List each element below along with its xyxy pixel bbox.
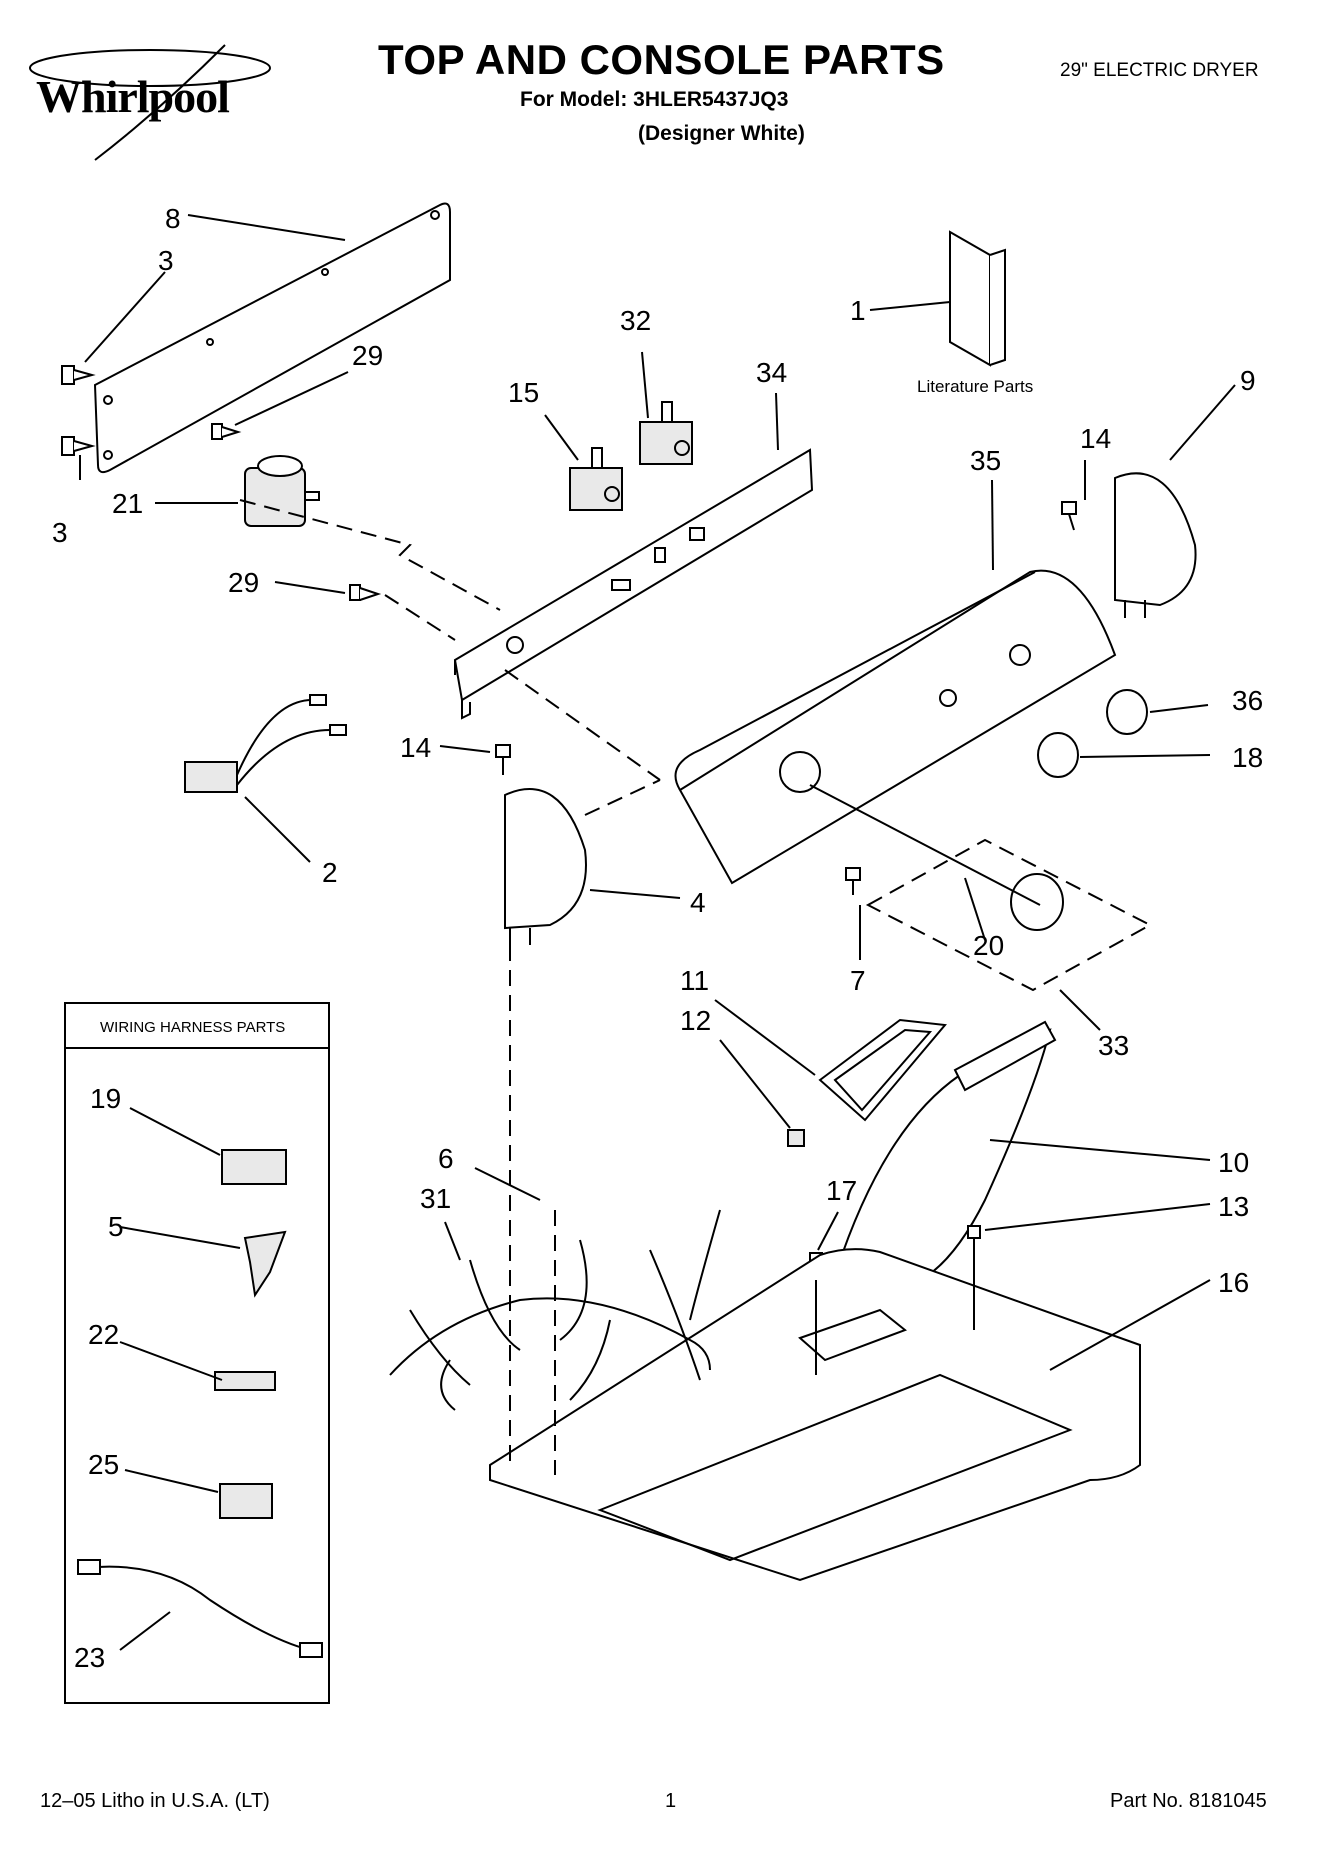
callout-31: 31 <box>420 1183 451 1214</box>
part-5-clip <box>119 1226 287 1298</box>
part-7-screw <box>845 867 861 895</box>
callout-3-lower: 3 <box>52 517 68 548</box>
part-36-knob <box>1106 689 1148 735</box>
whirlpool-logo: Whirlpool <box>36 71 230 122</box>
part-10-lint-housing <box>830 1020 1057 1286</box>
part-15-switch <box>569 447 623 511</box>
callout-6: 6 <box>438 1143 454 1174</box>
callout-22: 22 <box>88 1319 119 1350</box>
part-4-left-end-cap <box>504 788 587 945</box>
callout-13: 13 <box>1218 1191 1249 1222</box>
part-3-screw-lower <box>61 436 96 456</box>
callout-10: 10 <box>1218 1147 1249 1178</box>
product-type: 29" ELECTRIC DRYER <box>1060 60 1259 81</box>
part-23-wire <box>77 1559 323 1658</box>
callout-32: 32 <box>620 305 651 336</box>
callout-3-upper: 3 <box>158 245 174 276</box>
callout-21: 21 <box>112 488 143 519</box>
part-16-top-panel <box>489 1248 1141 1582</box>
part-14-screw-right <box>1061 501 1077 531</box>
part-12-clip <box>787 1129 805 1147</box>
part-3-screw-upper <box>61 365 96 385</box>
part-1-literature <box>949 230 1006 367</box>
part-35-console <box>674 569 1117 885</box>
part-29-screw-upper <box>211 423 242 440</box>
part-32-switch <box>639 401 693 465</box>
callout-23: 23 <box>74 1642 105 1673</box>
callout-11: 11 <box>680 965 709 996</box>
model-variant: (Designer White) <box>638 122 805 145</box>
callout-14-left: 14 <box>400 732 431 763</box>
callout-35: 35 <box>970 445 1001 476</box>
part-9-right-end-cap <box>1114 472 1197 618</box>
part-22-terminal <box>119 1341 276 1391</box>
part-number: Part No. 8181045 <box>1110 1790 1267 1812</box>
callout-17: 17 <box>826 1175 857 1206</box>
part-31-wiring-harness <box>389 1209 721 1411</box>
callout-12: 12 <box>680 1005 711 1036</box>
callout-4: 4 <box>690 887 706 918</box>
part-11-lint-screen <box>818 1018 947 1122</box>
page-number: 1 <box>665 1790 677 1812</box>
part-25-connector <box>124 1469 273 1519</box>
part-21-timer <box>244 455 320 527</box>
part-8-back-panel <box>93 202 451 474</box>
callout-19: 19 <box>90 1083 121 1114</box>
wiring-harness-parts-box <box>64 1002 330 1704</box>
callout-9: 9 <box>1240 365 1256 396</box>
part-14-screw-left <box>495 744 511 775</box>
part-2-connector <box>184 694 347 793</box>
callout-15: 15 <box>508 377 539 408</box>
callout-29-lower: 29 <box>228 567 259 598</box>
callout-14-right: 14 <box>1080 423 1111 454</box>
callout-33: 33 <box>1098 1030 1129 1061</box>
part-29-screw-lower <box>349 584 382 601</box>
callout-1: 1 <box>850 295 866 326</box>
part-33-kit-outline <box>865 838 1153 992</box>
part-13-screw <box>967 1225 981 1260</box>
model-number: For Model: 3HLER5437JQ3 <box>520 88 789 111</box>
callout-8: 8 <box>165 203 181 234</box>
literature-parts-label: Literature Parts <box>917 377 1033 396</box>
callout-18: 18 <box>1232 742 1263 773</box>
callout-25: 25 <box>88 1449 119 1480</box>
part-20-knob <box>1010 873 1064 931</box>
litho-note: 12–05 Litho in U.S.A. (LT) <box>40 1790 270 1812</box>
callout-5: 5 <box>108 1211 124 1242</box>
callout-7: 7 <box>850 965 866 996</box>
callout-34: 34 <box>756 357 787 388</box>
callout-2: 2 <box>322 857 338 888</box>
part-34-console-bracket <box>453 448 814 720</box>
part-19-connector <box>129 1107 287 1185</box>
callout-29-upper: 29 <box>352 340 383 371</box>
logo-swoosh-icon <box>29 44 271 161</box>
part-18-knob <box>1037 732 1079 778</box>
callout-20: 20 <box>973 930 1004 961</box>
callout-16: 16 <box>1218 1267 1249 1298</box>
callout-36: 36 <box>1232 685 1263 716</box>
page-title: TOP AND CONSOLE PARTS <box>378 36 945 83</box>
harness-box-title: WIRING HARNESS PARTS <box>100 1019 285 1036</box>
